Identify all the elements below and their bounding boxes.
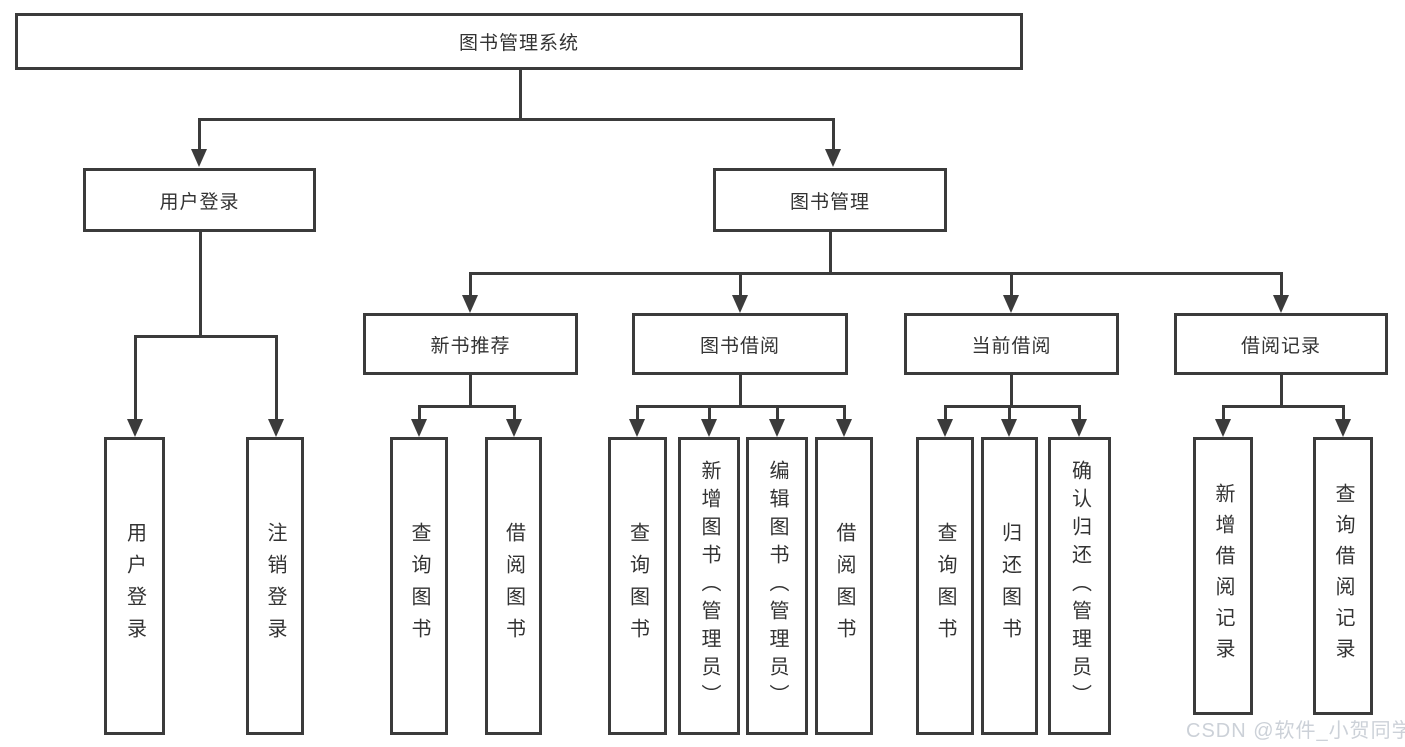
node-book-borrow: 图书借阅 xyxy=(632,313,848,375)
leaf-query-books-2-label: 查询图书 xyxy=(626,522,649,650)
leaf-query-books-3-label: 查询图书 xyxy=(934,522,956,650)
leaf-query-books-1-label: 查询图书 xyxy=(408,522,430,650)
leaf-query-books-3: 查询图书 xyxy=(916,437,974,735)
leaf-logout-label: 注销登录 xyxy=(264,522,286,650)
arrow-down-icon xyxy=(462,295,478,313)
connector-line xyxy=(1008,405,1011,422)
arrow-down-icon xyxy=(937,419,953,437)
connector-line xyxy=(199,232,202,336)
arrow-down-icon xyxy=(268,419,284,437)
connector-line xyxy=(1010,375,1013,407)
leaf-borrow-books-1-label: 借阅图书 xyxy=(502,522,525,650)
leaf-add-borrow-record: 新增借阅记录 xyxy=(1193,437,1253,715)
leaf-borrow-books-2: 借阅图书 xyxy=(815,437,873,735)
leaf-query-borrow-record-label: 查询借阅记录 xyxy=(1332,483,1354,669)
node-book-management: 图书管理 xyxy=(713,168,947,232)
connector-line xyxy=(739,375,742,407)
connector-line xyxy=(829,232,832,274)
csdn-watermark: CSDN @软件_小贺同学 xyxy=(1186,720,1405,742)
node-current-borrow-label: 当前借阅 xyxy=(971,335,1052,357)
connector-line xyxy=(469,272,472,298)
node-root-label: 图书管理系统 xyxy=(458,33,579,54)
connector-line xyxy=(739,272,742,298)
arrow-down-icon xyxy=(127,419,143,437)
arrow-down-icon xyxy=(1273,295,1289,313)
connector-line xyxy=(469,375,472,407)
connector-line xyxy=(1280,375,1283,407)
connector-line xyxy=(776,405,779,422)
leaf-confirm-return-admin: 确认归还（管理员） xyxy=(1048,437,1111,735)
connector-line xyxy=(134,335,278,338)
leaf-edit-book-admin-label: 编辑图书（管理员） xyxy=(766,460,788,712)
leaf-confirm-return-admin-label: 确认归还（管理员） xyxy=(1068,460,1091,712)
connector-line xyxy=(134,335,137,421)
node-book-management-label: 图书管理 xyxy=(789,191,870,213)
connector-line xyxy=(275,335,278,421)
connector-line xyxy=(832,118,835,152)
leaf-user-login: 用户登录 xyxy=(104,437,165,735)
node-current-borrow: 当前借阅 xyxy=(904,313,1119,375)
leaf-borrow-books-2-label: 借阅图书 xyxy=(833,522,855,650)
leaf-add-borrow-record-label: 新增借阅记录 xyxy=(1212,483,1234,669)
connector-line xyxy=(636,405,639,422)
arrow-down-icon xyxy=(411,419,427,437)
node-new-book-recommend: 新书推荐 xyxy=(363,313,578,375)
connector-line xyxy=(1342,405,1345,422)
arrow-down-icon xyxy=(1335,419,1351,437)
node-root: 图书管理系统 xyxy=(15,13,1023,70)
connector-line xyxy=(636,405,845,408)
connector-line xyxy=(944,405,947,422)
connector-line xyxy=(1222,405,1225,422)
connector-line xyxy=(1010,272,1013,298)
arrow-down-icon xyxy=(732,295,748,313)
node-new-book-recommend-label: 新书推荐 xyxy=(430,335,511,357)
node-borrow-records: 借阅记录 xyxy=(1174,313,1388,375)
connector-line xyxy=(198,118,201,152)
node-user-login: 用户登录 xyxy=(83,168,316,232)
connector-line xyxy=(519,70,522,118)
arrow-down-icon xyxy=(1071,419,1087,437)
arrow-down-icon xyxy=(836,419,852,437)
leaf-query-books-2: 查询图书 xyxy=(608,437,667,735)
arrow-down-icon xyxy=(701,419,717,437)
node-borrow-records-label: 借阅记录 xyxy=(1240,335,1321,357)
leaf-add-book-admin-label: 新增图书（管理员） xyxy=(698,460,720,712)
connector-line xyxy=(199,118,833,121)
arrow-down-icon xyxy=(1001,419,1017,437)
arrow-down-icon xyxy=(1003,295,1019,313)
connector-line xyxy=(418,405,515,408)
arrow-down-icon xyxy=(629,419,645,437)
leaf-borrow-books-1: 借阅图书 xyxy=(485,437,542,735)
leaf-query-books-1: 查询图书 xyxy=(390,437,448,735)
arrow-down-icon xyxy=(506,419,522,437)
leaf-edit-book-admin: 编辑图书（管理员） xyxy=(746,437,808,735)
connector-line xyxy=(708,405,711,422)
leaf-user-login-label: 用户登录 xyxy=(123,522,146,650)
arrow-down-icon xyxy=(1215,419,1231,437)
node-user-login-label: 用户登录 xyxy=(159,191,240,213)
leaf-logout: 注销登录 xyxy=(246,437,304,735)
leaf-query-borrow-record: 查询借阅记录 xyxy=(1313,437,1373,715)
arrow-down-icon xyxy=(191,149,207,167)
connector-line xyxy=(843,405,846,422)
connector-line xyxy=(1078,405,1081,422)
leaf-return-books-label: 归还图书 xyxy=(998,522,1021,650)
arrow-down-icon xyxy=(769,419,785,437)
connector-line xyxy=(470,272,1282,275)
connector-line xyxy=(418,405,421,422)
connector-line xyxy=(1222,405,1344,408)
arrow-down-icon xyxy=(825,149,841,167)
leaf-add-book-admin: 新增图书（管理员） xyxy=(678,437,740,735)
node-book-borrow-label: 图书借阅 xyxy=(699,335,780,357)
leaf-return-books: 归还图书 xyxy=(981,437,1038,735)
connector-line xyxy=(944,405,1080,408)
connector-line xyxy=(513,405,516,422)
connector-line xyxy=(1280,272,1283,298)
